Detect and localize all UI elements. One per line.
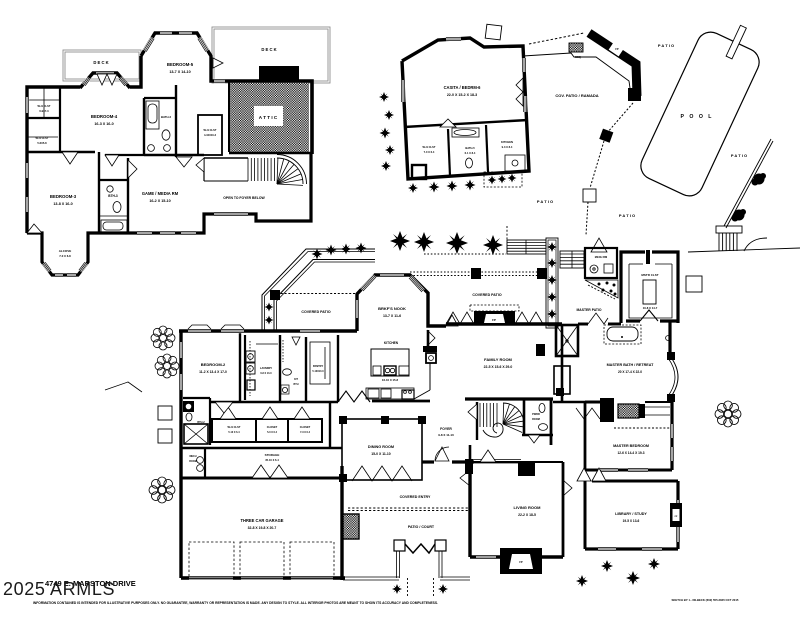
svg-text:MECH RM: MECH RM <box>595 255 607 259</box>
svg-text:INFORMATION CONTAINED IS INTEN: INFORMATION CONTAINED IS INTENDED FOR IL… <box>33 601 438 605</box>
svg-text:ROOM: ROOM <box>189 460 196 463</box>
svg-text:THREE CAR GARAGE: THREE CAR GARAGE <box>241 518 284 523</box>
svg-text:LIVING ROOM: LIVING ROOM <box>514 505 542 510</box>
svg-text:ALCOVE: ALCOVE <box>59 249 72 253</box>
svg-text:7-0 X 6-4: 7-0 X 6-4 <box>424 150 435 154</box>
svg-text:6-8 X 13-0: 6-8 X 13-0 <box>260 372 272 375</box>
svg-text:16-10 X 15-8: 16-10 X 15-8 <box>382 378 399 382</box>
svg-text:D E C K: D E C K <box>261 47 276 52</box>
svg-text:BEDROOM-3: BEDROOM-3 <box>50 194 77 199</box>
svg-text:BATH-5: BATH-5 <box>465 146 475 150</box>
svg-text:35-10 X 6-4: 35-10 X 6-4 <box>265 458 279 462</box>
svg-text:12-6 X 14-4 X 19-3: 12-6 X 14-4 X 19-3 <box>618 451 645 455</box>
svg-text:COV. PATIO / RAMADA: COV. PATIO / RAMADA <box>555 93 598 98</box>
svg-text:19-5 X 13-6: 19-5 X 13-6 <box>623 519 640 523</box>
svg-text:16-3 X 16-0: 16-3 X 16-0 <box>94 122 113 126</box>
svg-text:CLOSET: CLOSET <box>300 425 311 429</box>
svg-text:CASITA / BEDRM-6: CASITA / BEDRM-6 <box>444 85 482 90</box>
svg-text:13-8 X 16-0: 13-8 X 16-0 <box>53 202 72 206</box>
svg-text:7-0 X 6-8: 7-0 X 6-8 <box>59 254 71 258</box>
svg-text:COVERED ENTRY: COVERED ENTRY <box>400 495 431 499</box>
svg-text:6-9X7-3: 6-9X7-3 <box>39 109 49 113</box>
svg-text:MASTER BATH / RETREAT: MASTER BATH / RETREAT <box>607 363 655 367</box>
svg-text:P A T I O: P A T I O <box>658 43 674 48</box>
svg-text:BTH-3: BTH-3 <box>108 194 118 198</box>
svg-text:KIT: KIT <box>294 378 298 381</box>
svg-text:32-8 X 19-8 X 20-7: 32-8 X 19-8 X 20-7 <box>248 526 277 530</box>
svg-text:MASTER PATIO: MASTER PATIO <box>576 308 601 312</box>
svg-text:FP: FP <box>519 560 523 564</box>
svg-text:P A T I O: P A T I O <box>619 213 635 218</box>
svg-text:ROOM: ROOM <box>532 418 540 421</box>
svg-text:P A T I O: P A T I O <box>537 199 553 204</box>
svg-text:P O O L: P O O L <box>681 114 714 120</box>
svg-text:P A T I O: P A T I O <box>731 153 747 158</box>
svg-text:BEDROOM-2: BEDROOM-2 <box>201 362 226 367</box>
svg-text:5-6X5-8: 5-6X5-8 <box>37 141 47 145</box>
svg-text:PANTRY: PANTRY <box>313 364 324 368</box>
svg-text:15-0 X 11-10: 15-0 X 11-10 <box>371 452 391 456</box>
svg-text:FP: FP <box>675 516 678 518</box>
svg-text:W-I1 CLST: W-I1 CLST <box>36 136 49 140</box>
svg-text:9-8 X 11-10: 9-8 X 11-10 <box>438 433 454 437</box>
svg-text:9-3 X 8-4: 9-3 X 8-4 <box>502 145 513 149</box>
svg-text:LIBRARY / STUDY: LIBRARY / STUDY <box>615 512 647 516</box>
svg-text:22-0 X 15-2 X 18-3: 22-0 X 15-2 X 18-3 <box>447 93 477 97</box>
svg-text:FOYER: FOYER <box>440 427 452 431</box>
svg-text:KITCHEN: KITCHEN <box>501 140 513 144</box>
svg-text:13-7 X 14-10: 13-7 X 14-10 <box>169 70 190 74</box>
svg-text:W-I1 CLST: W-I1 CLST <box>423 145 436 149</box>
svg-text:4-10X10-2: 4-10X10-2 <box>204 133 217 137</box>
svg-text:SKETCH BY: L. DILBECK (602): SKETCH BY: L. DILBECK (602) 555-2845 OCT… <box>672 598 739 602</box>
svg-text:COVERED PATIO: COVERED PATIO <box>301 310 330 314</box>
svg-text:22-5 X 15-6 X 29-0: 22-5 X 15-6 X 29-0 <box>484 365 513 369</box>
svg-text:LAUNDRY: LAUNDRY <box>260 367 272 370</box>
svg-text:BTH-2: BTH-2 <box>197 421 205 424</box>
svg-text:MASTER BEDROOM: MASTER BEDROOM <box>613 444 649 448</box>
svg-text:DINING ROOM: DINING ROOM <box>368 445 394 449</box>
svg-text:13-7 X 11-6: 13-7 X 11-6 <box>383 314 401 318</box>
svg-text:W-I1 CLST: W-I1 CLST <box>204 128 217 132</box>
svg-text:BBQ: BBQ <box>575 55 581 59</box>
svg-text:BRKF'S NOOK: BRKF'S NOOK <box>378 306 406 311</box>
svg-text:4749 E. MARSTON DRIVE: 4749 E. MARSTON DRIVE <box>45 579 136 588</box>
svg-text:5-10 X 6-4: 5-10 X 6-4 <box>228 431 240 434</box>
svg-text:10-8 X 14-7: 10-8 X 14-7 <box>643 306 658 310</box>
svg-text:BTH: BTH <box>294 383 299 386</box>
svg-text:2025 ARMLS: 2025 ARMLS <box>3 579 115 599</box>
svg-text:22-2 X 18-5: 22-2 X 18-5 <box>518 513 536 517</box>
svg-text:MSTR CLST: MSTR CLST <box>641 273 658 277</box>
svg-text:MECH: MECH <box>189 455 196 458</box>
svg-text:KITCHEN: KITCHEN <box>384 341 399 345</box>
svg-text:7-3 X 6-4: 7-3 X 6-4 <box>300 431 311 434</box>
svg-text:A T T I C: A T T I C <box>259 115 278 120</box>
svg-text:W-I1 CLST: W-I1 CLST <box>228 425 241 429</box>
svg-text:FP: FP <box>615 47 619 51</box>
svg-text:OPEN TO FOYER BELOW: OPEN TO FOYER BELOW <box>223 196 265 200</box>
svg-text:BAR: BAR <box>560 379 563 384</box>
svg-text:BEDROOM-5: BEDROOM-5 <box>167 62 194 67</box>
svg-text:20 X 17-4 X 22-0: 20 X 17-4 X 22-0 <box>618 370 642 374</box>
svg-text:11-2 X 13-4 X 17-0: 11-2 X 13-4 X 17-0 <box>199 370 227 374</box>
svg-text:PWDR: PWDR <box>532 413 540 416</box>
svg-text:5-0 X 6-4: 5-0 X 6-4 <box>267 431 278 434</box>
svg-text:FAMILY ROOM: FAMILY ROOM <box>484 357 512 362</box>
svg-text:STORAGE: STORAGE <box>265 453 280 457</box>
svg-text:6-1 X 8-4: 6-1 X 8-4 <box>465 151 476 155</box>
svg-text:D E C K: D E C K <box>93 60 108 65</box>
svg-text:5-10X10-0: 5-10X10-0 <box>312 370 324 373</box>
svg-text:16-2 X 15-10: 16-2 X 15-10 <box>149 199 170 203</box>
svg-text:BEDROOM-4: BEDROOM-4 <box>91 114 118 119</box>
svg-text:CLOSET: CLOSET <box>267 425 278 429</box>
svg-text:FP: FP <box>492 318 496 322</box>
svg-text:COVERED PATIO: COVERED PATIO <box>472 293 501 297</box>
svg-text:W-I1 CLST: W-I1 CLST <box>38 104 51 108</box>
svg-text:BATH-2: BATH-2 <box>161 115 171 119</box>
svg-text:GAME / MEDIA RM: GAME / MEDIA RM <box>142 191 179 196</box>
svg-text:PATIO / COURT: PATIO / COURT <box>408 525 435 529</box>
